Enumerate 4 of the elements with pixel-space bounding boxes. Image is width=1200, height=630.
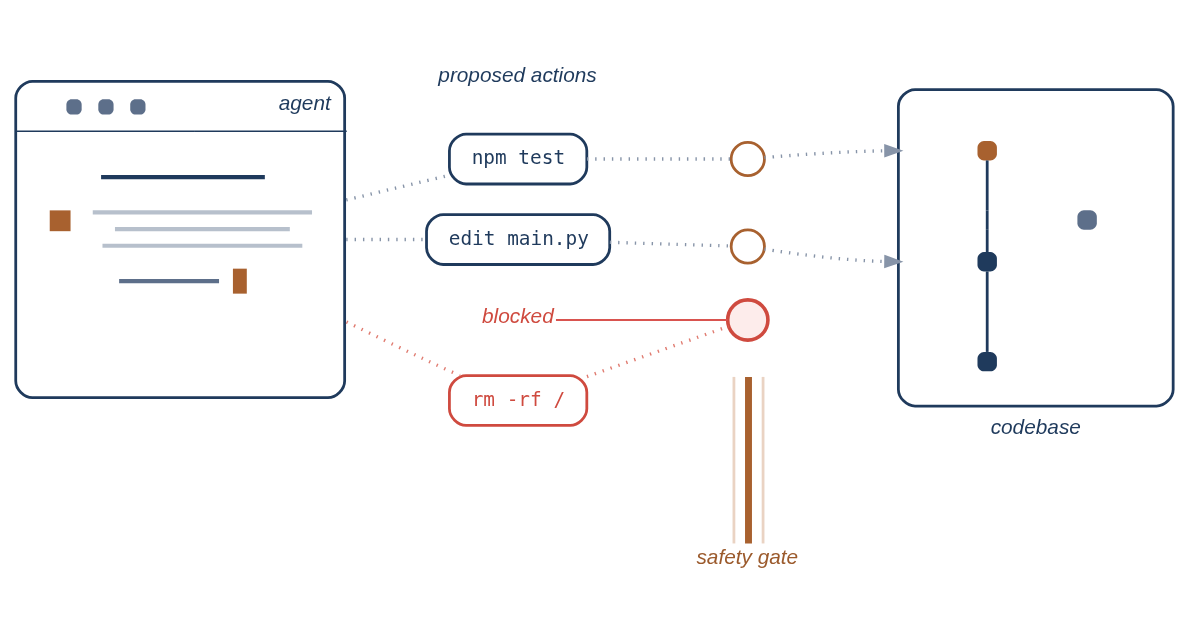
node-text: blocked bbox=[482, 303, 554, 327]
label: proposed actions bbox=[438, 62, 597, 86]
node-label: safety gate bbox=[696, 544, 799, 568]
node-label: codebase bbox=[990, 414, 1081, 438]
